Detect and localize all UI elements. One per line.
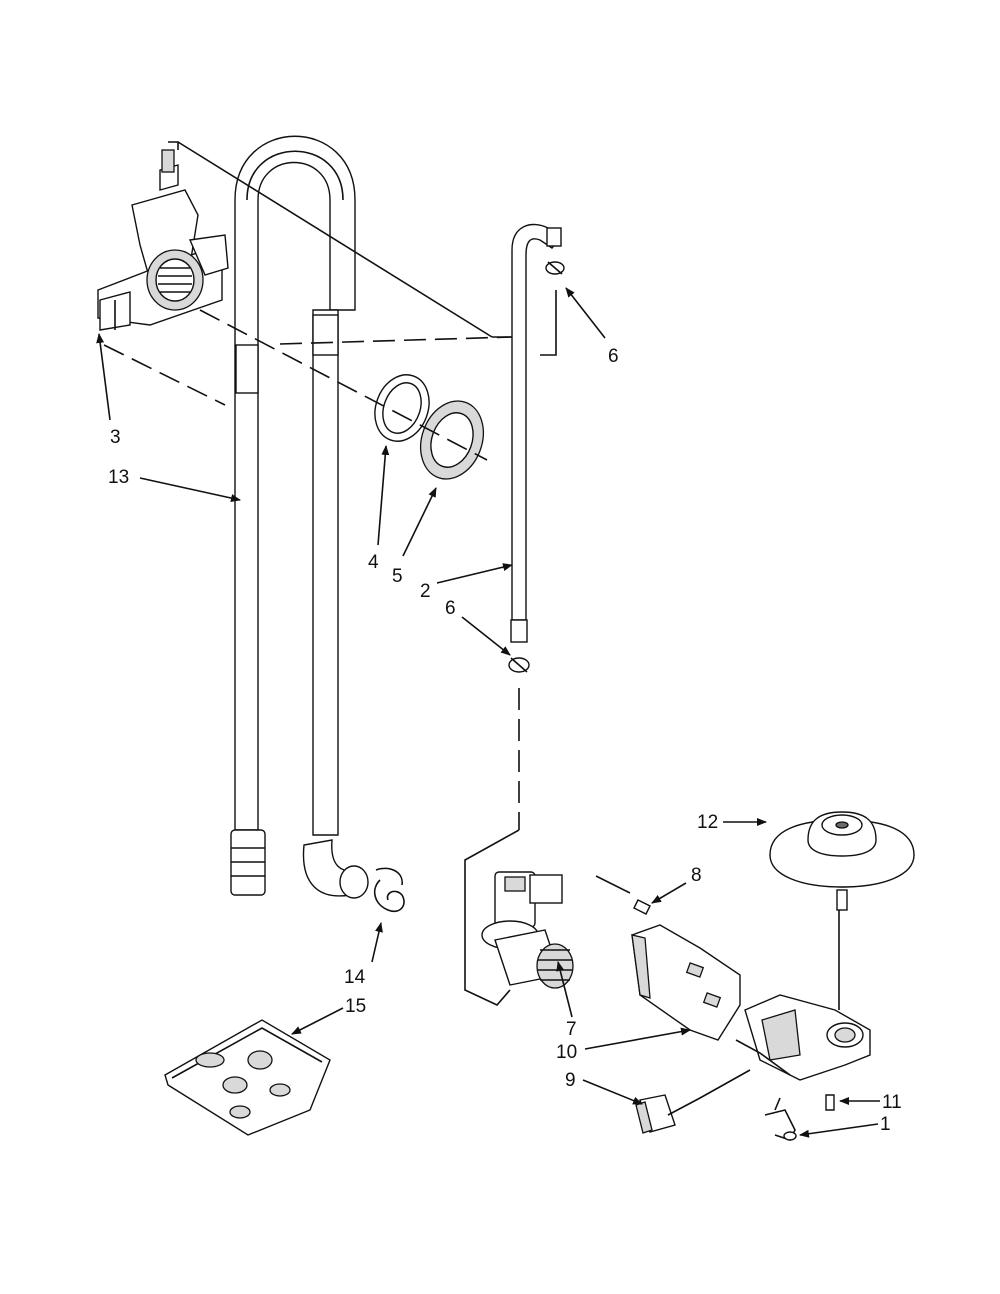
- parts-bag-part: [164, 1019, 331, 1136]
- leader-1: [799, 1123, 879, 1138]
- leader-6-bottom: [461, 616, 511, 656]
- screw-8-part: [633, 899, 651, 915]
- gasket-ring-part: [374, 374, 430, 442]
- leader-14: [371, 922, 383, 963]
- drain-bracket-part: [97, 149, 229, 331]
- leader-15: [291, 1007, 344, 1035]
- hose-clip-part: [373, 867, 405, 913]
- callout-6-bottom: 6: [445, 598, 456, 619]
- leader-8: [651, 882, 687, 904]
- callout-8: 8: [691, 865, 702, 886]
- fill-hose-part: [510, 223, 562, 643]
- hose-clamp-bottom-part: [508, 657, 530, 673]
- drain-hose-part: [230, 135, 369, 899]
- callout-7: 7: [566, 1019, 577, 1040]
- leader-7: [556, 961, 573, 1018]
- callout-1: 1: [880, 1114, 891, 1135]
- leader-3: [96, 333, 111, 421]
- leader-4: [377, 445, 390, 546]
- leader-10: [584, 1027, 691, 1050]
- fill-valve-part: [481, 871, 574, 989]
- screw-11-part: [825, 1094, 835, 1111]
- callout-4: 4: [368, 552, 379, 573]
- leader-13: [139, 477, 241, 502]
- float-switch-housing-part: [744, 994, 871, 1081]
- callout-2: 2: [420, 581, 431, 602]
- leader-6-top: [565, 287, 606, 339]
- callout-12: 12: [697, 812, 718, 833]
- callout-13: 13: [108, 467, 129, 488]
- callout-14: 14: [344, 967, 366, 988]
- leader-arrows: [96, 287, 880, 1138]
- callout-5: 5: [392, 566, 403, 587]
- callout-labels: 3 13 4 5 2 6 6 14 15 8 7 10 9 12 11 1: [108, 346, 902, 1135]
- hose-clamp-top-part: [545, 261, 565, 275]
- callout-3: 3: [110, 427, 121, 448]
- float-part: [769, 811, 915, 911]
- callout-11: 11: [882, 1092, 902, 1113]
- callout-10: 10: [556, 1042, 577, 1063]
- callout-6-top: 6: [608, 346, 619, 367]
- assembly-guide-lines: [103, 141, 840, 1116]
- float-switch-lever-part: [764, 1109, 797, 1141]
- leader-2: [436, 563, 513, 584]
- callout-15: 15: [345, 996, 366, 1017]
- leader-9: [582, 1079, 643, 1105]
- callout-9: 9: [565, 1070, 576, 1091]
- hose-nut-part: [420, 400, 484, 480]
- valve-bracket-part: [631, 924, 741, 1041]
- leader-5: [402, 487, 437, 557]
